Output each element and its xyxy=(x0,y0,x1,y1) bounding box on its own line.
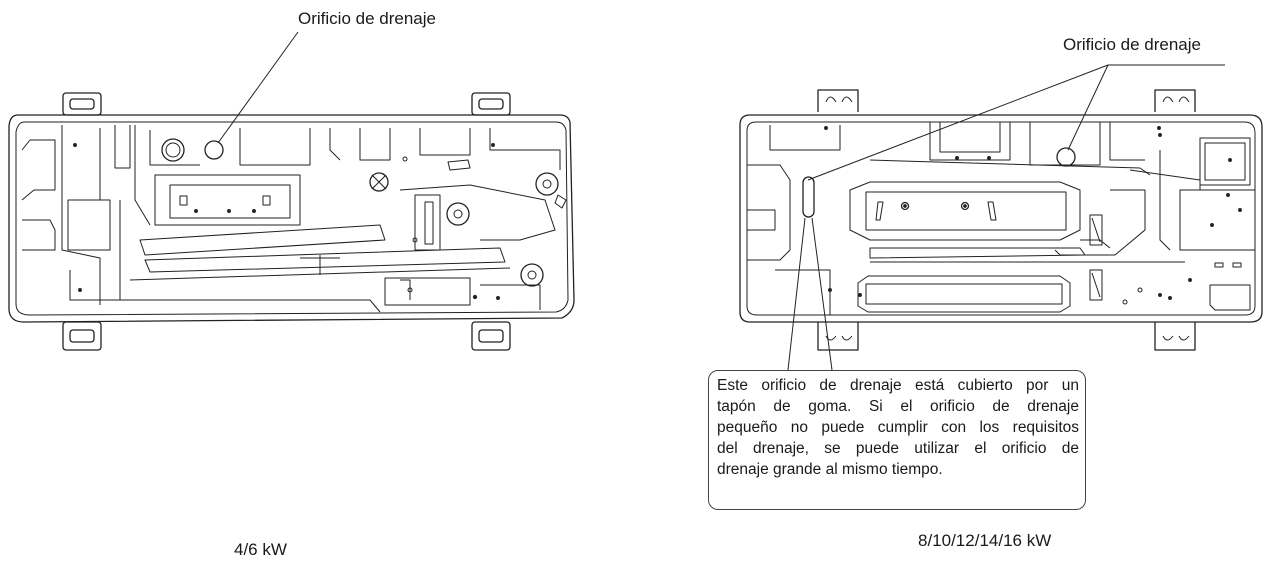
note-line-4: del drenaje, se puede utilizar el orific… xyxy=(717,440,1079,457)
left-unit-caption: 4/6 kW xyxy=(234,540,287,559)
right-callout-label: Orificio de drenaje xyxy=(1063,35,1201,54)
note-leader-right xyxy=(811,217,833,371)
note-line-5: drenaje grande al mismo tiempo. xyxy=(717,461,943,478)
note-line-3: pequeño no puede cumplir con los requisi… xyxy=(717,419,1079,436)
right-callout-leader-large xyxy=(1067,64,1109,151)
left-mounting-foot-bottom-left xyxy=(62,321,102,351)
right-unit-caption: 8/10/12/14/16 kW xyxy=(918,531,1052,550)
right-chassis xyxy=(739,89,1263,351)
left-callout-label: Orificio de drenaje xyxy=(298,9,436,28)
left-callout-leader xyxy=(217,31,299,144)
right-small-drain-hole xyxy=(802,176,815,218)
right-mounting-foot-bottom-right xyxy=(1154,322,1196,351)
left-mounting-foot-top-right xyxy=(471,92,511,116)
left-chassis xyxy=(8,92,575,351)
note-line-2: tapón de goma. Si el orificio de drenaje xyxy=(717,398,1079,415)
note-line-1: Este orificio de drenaje está cubierto p… xyxy=(717,377,1079,394)
right-base-outline xyxy=(739,114,1263,323)
left-drain-hole xyxy=(204,140,224,160)
right-large-drain-hole xyxy=(1056,147,1076,167)
left-mounting-foot-top-left xyxy=(62,92,102,116)
rubber-plug-note: Este orificio de drenaje está cubierto p… xyxy=(708,370,1086,510)
right-mounting-foot-top-left xyxy=(817,89,859,112)
left-mounting-foot-bottom-right xyxy=(471,321,511,351)
left-base-outline xyxy=(8,114,575,323)
right-mounting-foot-top-right xyxy=(1154,89,1196,112)
right-mounting-foot-bottom-left xyxy=(817,322,859,351)
note-leader-left xyxy=(787,217,806,371)
